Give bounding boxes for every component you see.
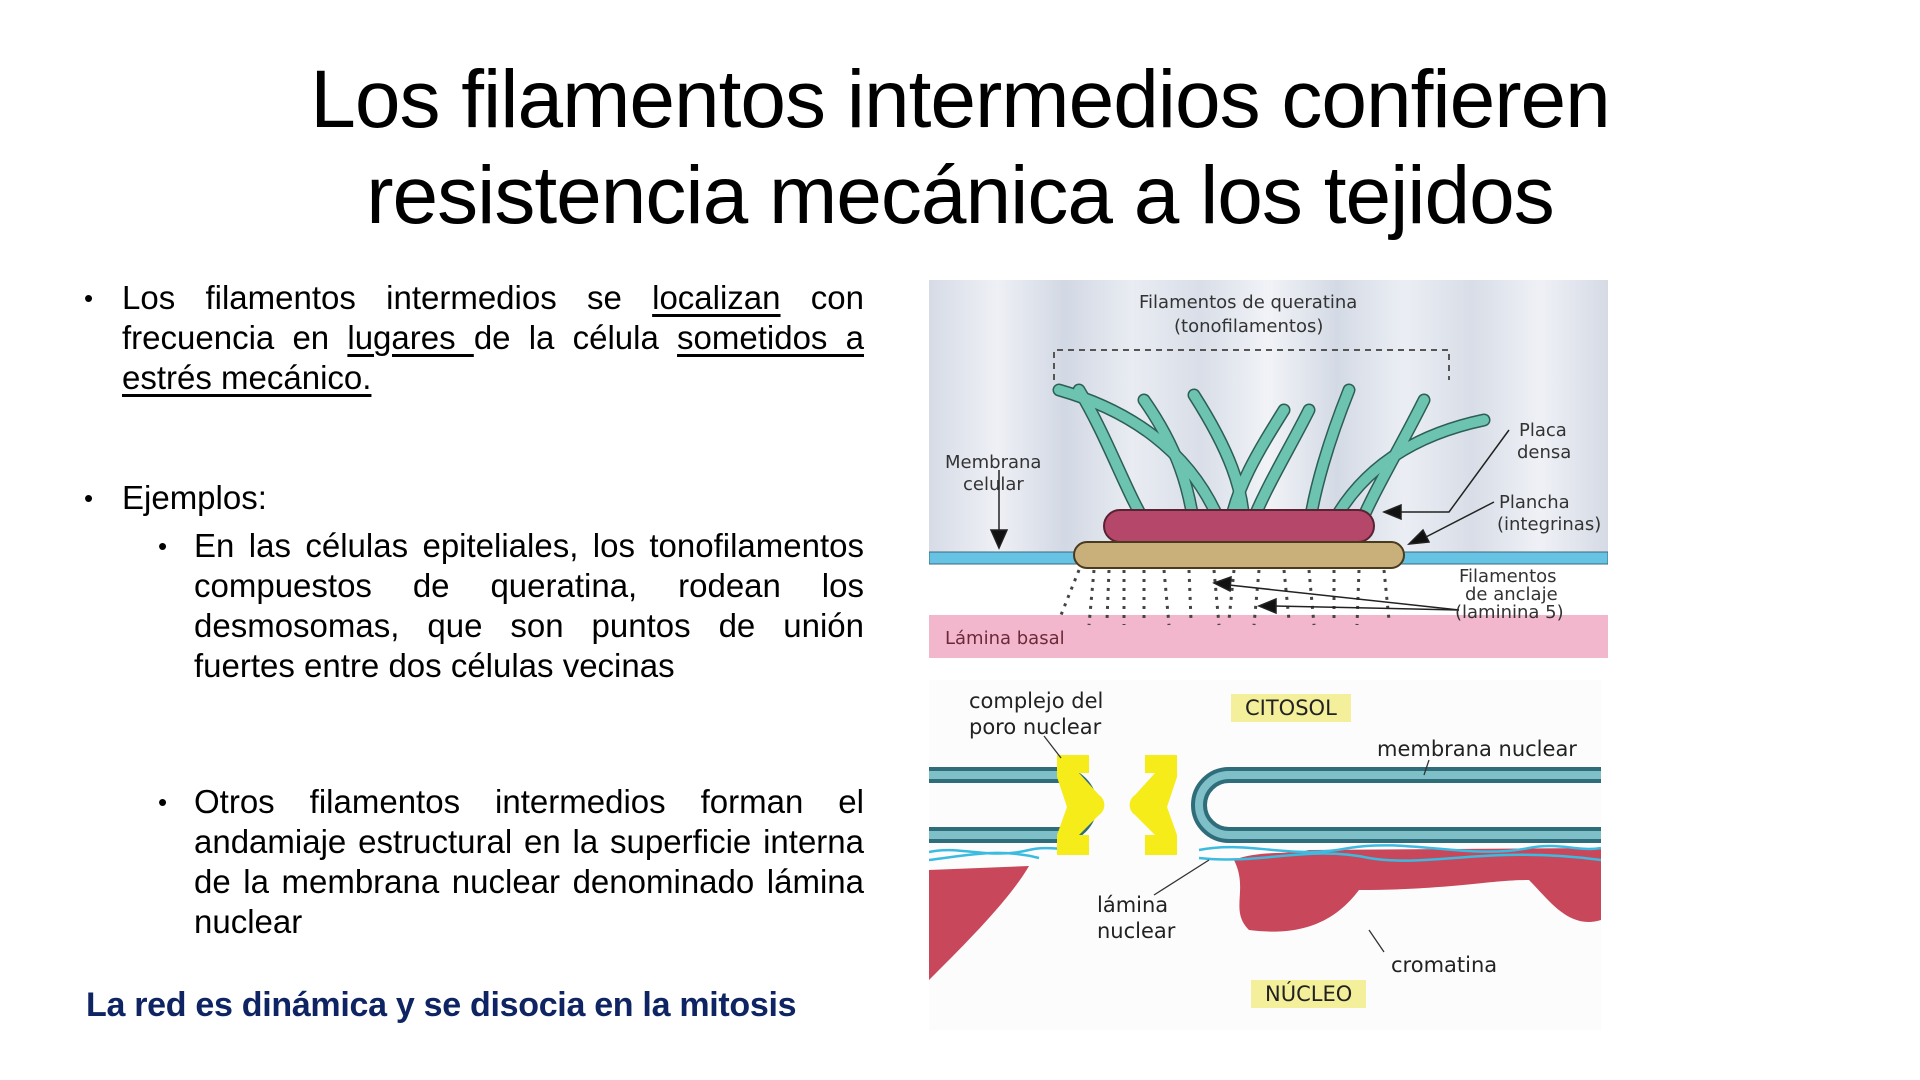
underlined-term: sometidos a estrés mecánico.	[122, 319, 864, 396]
label-anchoring-2: de anclaje	[1465, 584, 1558, 605]
label-cell-membrane-1: Membrana	[945, 452, 1042, 473]
subbullet-item-nuclear-lamina: • Otros filamentos intermedios forman el…	[158, 782, 864, 942]
subbullet-item-epithelial: • En las células epiteliales, los tonofi…	[158, 526, 864, 686]
label-plate-1: Plancha	[1499, 492, 1570, 513]
label-dense-plaque-1: Placa	[1519, 420, 1567, 441]
label-dense-plaque-2: densa	[1517, 442, 1572, 463]
label-nuclear-lamina-1: lámina	[1097, 893, 1169, 917]
label-pore-complex-1: complejo del	[969, 689, 1104, 713]
hemidesmosome-diagram: Filamentos de queratina (tonofilamentos)…	[929, 280, 1608, 658]
tag-nucleus: NÚCLEO	[1251, 980, 1367, 1008]
bullet-text: Ejemplos:	[122, 479, 267, 516]
bullet-text: Otros filamentos intermedios forman el a…	[194, 783, 864, 940]
bullet-text: En las células epiteliales, los tonofila…	[194, 527, 864, 684]
nuclear-envelope-illustration	[929, 735, 1601, 980]
label-keratin-filaments: Filamentos de queratina	[1139, 292, 1358, 313]
bullet-dot: •	[158, 787, 168, 817]
label-cell-membrane-2: celular	[963, 474, 1024, 495]
hemidesmosome-illustration	[929, 280, 1608, 658]
underlined-term: lugares	[347, 319, 474, 356]
label-nuclear-lamina-2: nuclear	[1097, 919, 1176, 943]
title-line-2: resistencia mecánica a los tejidos	[366, 150, 1554, 241]
bullet-item-examples: • Ejemplos:	[84, 478, 864, 518]
nuclear-envelope-diagram: complejo del poro nuclear CITOSOL membra…	[929, 680, 1601, 1030]
title-line-1: Los filamentos intermedios confieren	[310, 54, 1610, 145]
label-pore-complex-2: poro nuclear	[969, 715, 1102, 739]
label-plate-2: (integrinas)	[1497, 514, 1602, 535]
label-tonofilaments: (tonofilamentos)	[1174, 316, 1324, 337]
label-anchoring-1: Filamentos	[1459, 566, 1557, 587]
footer-note: La red es dinámica y se disocia en la mi…	[86, 986, 797, 1024]
bullet-dot: •	[84, 283, 94, 313]
bullet-dot: •	[158, 531, 168, 561]
label-nuclear-membrane: membrana nuclear	[1377, 737, 1577, 761]
tag-cytosol: CITOSOL	[1231, 694, 1351, 722]
bullet-item-localization: • Los filamentos intermedios se localiza…	[84, 278, 864, 398]
label-basal-lamina: Lámina basal	[945, 628, 1065, 649]
bullet-dot: •	[84, 483, 94, 513]
bullet-text: Los filamentos intermedios se localizan …	[122, 279, 865, 396]
slide-title: Los filamentos intermedios confieren res…	[0, 52, 1920, 244]
label-anchoring-3: (laminina 5)	[1455, 602, 1564, 623]
label-chromatin: cromatina	[1391, 953, 1498, 977]
underlined-term: localizan	[652, 279, 781, 316]
